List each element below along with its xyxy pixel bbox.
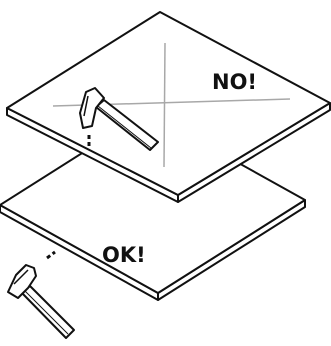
centre-guide-vertical [164,43,165,167]
lower-hammer-handle-shade [25,291,68,334]
top-panel-label: NO! [212,70,257,94]
bottom-panel-label: OK! [102,243,146,267]
top-panel-top-face [7,12,330,195]
bottom-strike-mark [47,252,55,258]
hammer-icon [8,265,74,338]
lower-hammer-handle [22,286,74,338]
